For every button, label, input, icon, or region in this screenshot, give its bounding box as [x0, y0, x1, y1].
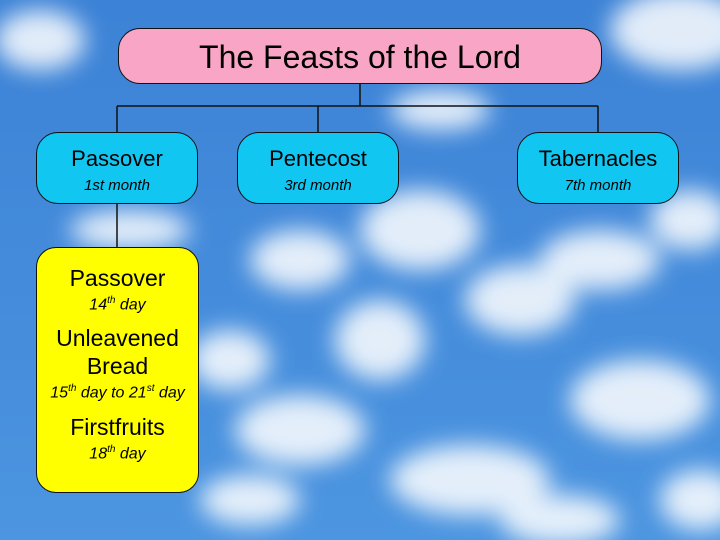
month-node-month: 3rd month [284, 177, 352, 194]
month-node-month: 1st month [84, 177, 150, 194]
feast-name-firstfruits: Firstfruits [70, 413, 165, 440]
month-node-name: Passover [71, 146, 163, 171]
diagram-title-text: The Feasts of the Lord [199, 39, 521, 75]
feast-day-firstfruits: 18th day [89, 443, 146, 462]
feast-name-unleavened-line1: Unleavened [56, 325, 179, 352]
month-node-month: 7th month [564, 177, 632, 194]
month-node-name: Pentecost [269, 146, 367, 171]
diagram-title: The Feasts of the Lord [118, 28, 602, 84]
feast-day-passover: 14th day [89, 295, 146, 314]
month-node-name: Tabernacles [538, 146, 658, 171]
feast-name-passover: Passover [69, 265, 166, 291]
feast-name-unleavened-line2: Bread [86, 353, 149, 380]
month-node-pentecost: Pentecost 3rd month [237, 132, 399, 204]
spring-feasts-node: Passover 14th day Unleavened Bread 15th … [36, 247, 199, 493]
feast-day-unleavened: 15th day to 21st day [50, 383, 185, 402]
month-node-tabernacles: Tabernacles 7th month [517, 132, 679, 204]
month-node-passover: Passover 1st month [36, 132, 198, 204]
